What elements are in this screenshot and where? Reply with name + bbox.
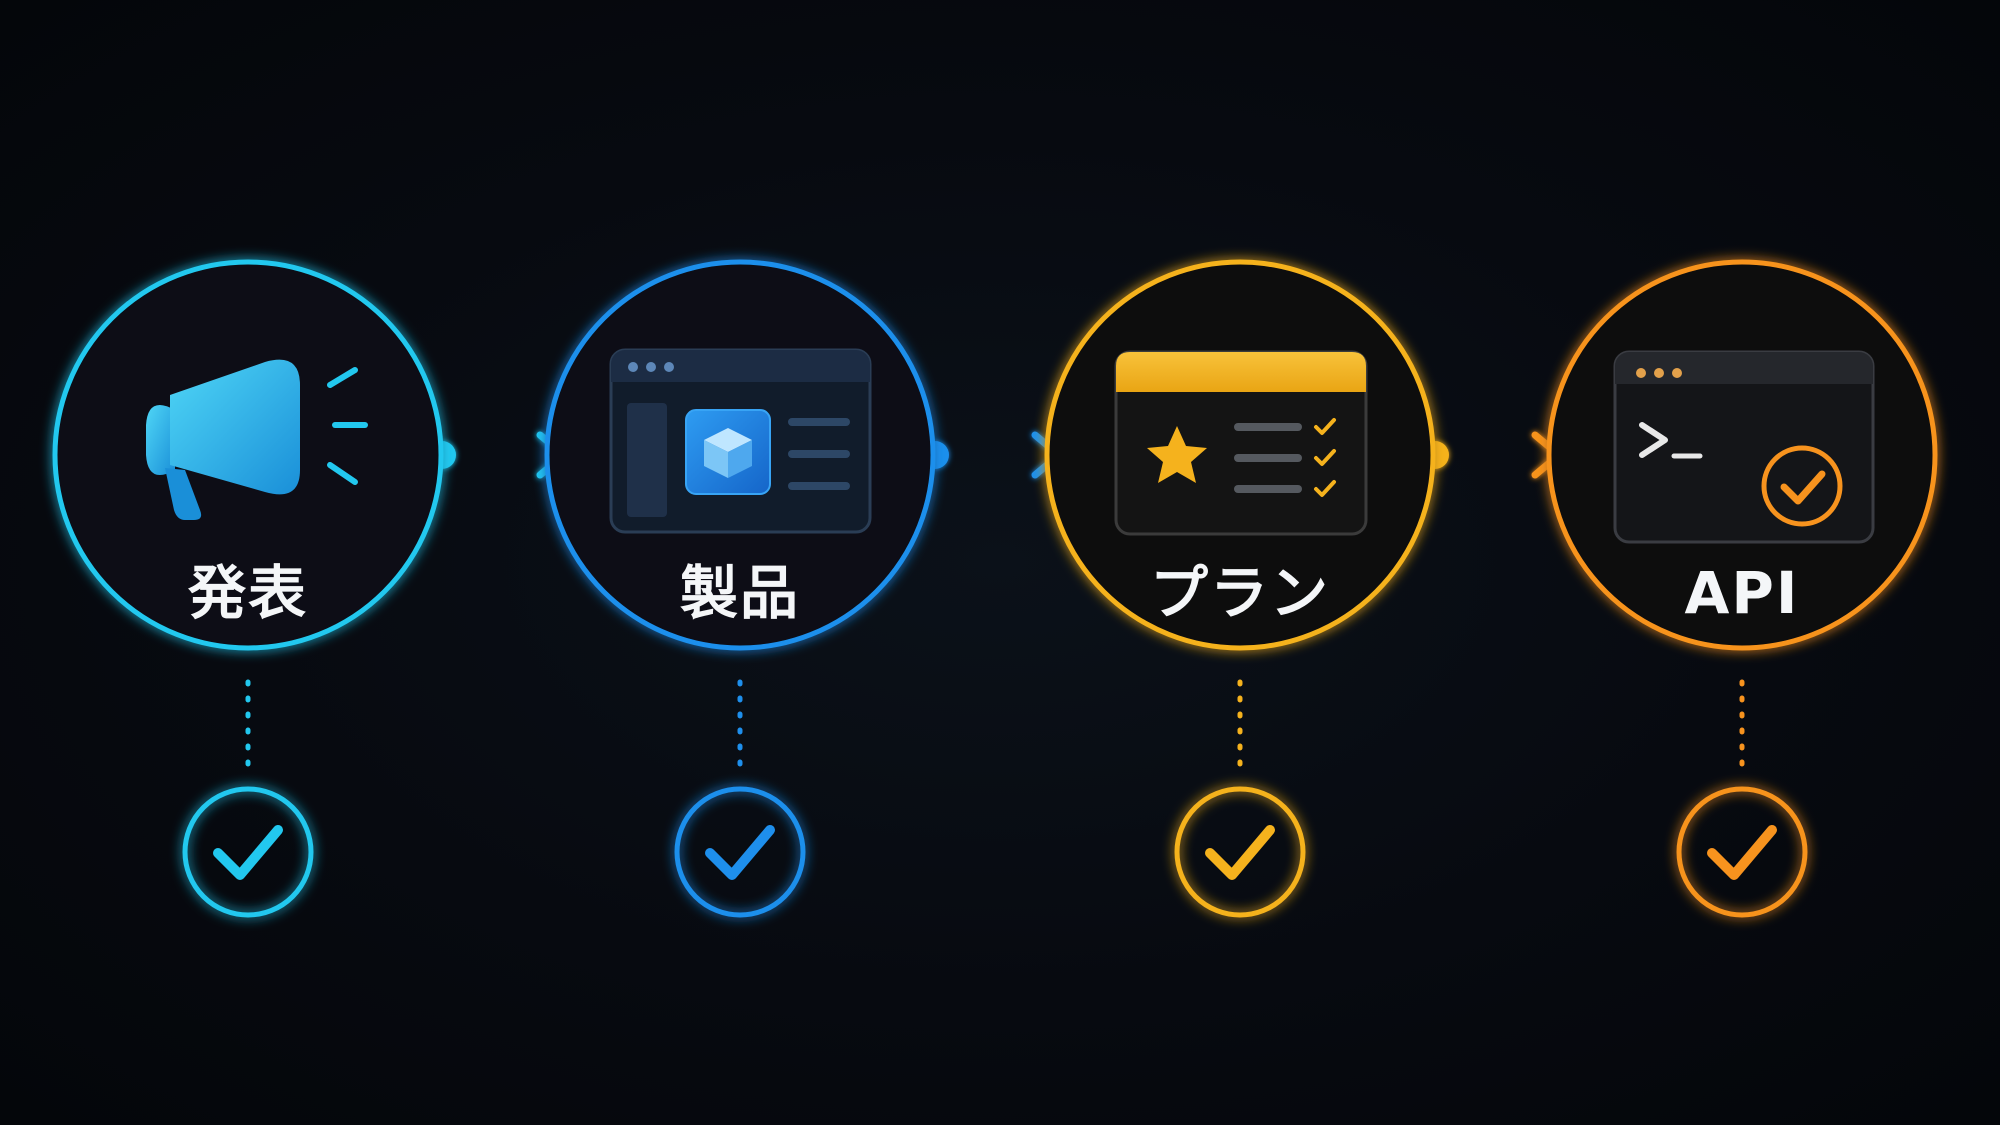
terminal-window-icon (1613, 350, 1875, 544)
connector-2 (921, 431, 1063, 479)
step-label: 発表 (188, 559, 308, 627)
connector-1 (428, 431, 568, 479)
step-label: 製品 (680, 559, 800, 627)
connector-3 (1421, 431, 1563, 479)
check-badge (674, 786, 806, 918)
step-api: API (1546, 259, 1938, 918)
plan-window-icon (1114, 350, 1368, 536)
check-icon (213, 825, 283, 880)
product-window-icon (609, 348, 872, 534)
step-label: API (1685, 559, 1800, 627)
megaphone-icon (146, 359, 368, 520)
step-label: プラン (1150, 559, 1330, 627)
step-plan: プラン (1044, 259, 1436, 918)
check-icon (705, 825, 775, 880)
step-announcement: 発表 (52, 259, 444, 918)
check-icon (1707, 825, 1777, 880)
check-badge (1174, 786, 1306, 918)
check-badge (182, 786, 314, 918)
check-icon (1205, 825, 1275, 880)
step-product: 製品 (544, 259, 936, 918)
check-badge (1676, 786, 1808, 918)
